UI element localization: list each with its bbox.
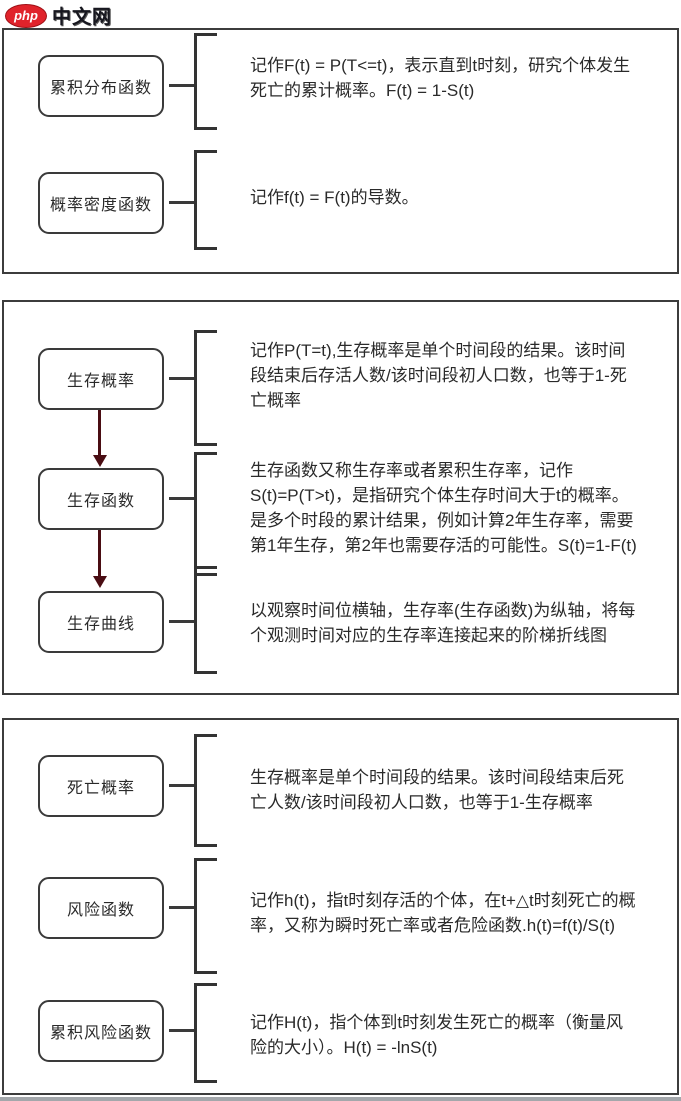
term-box-survival-function: 生存函数 [38, 468, 164, 530]
connector-line [169, 784, 194, 787]
connector-line [169, 201, 194, 204]
term-label: 生存函数 [66, 493, 135, 510]
bracket [194, 150, 217, 250]
term-box-death-probability: 死亡概率 [38, 755, 164, 817]
desc-hazard-function: 记作h(t)，指t时刻存活的个体，在t+△t时刻死亡的概 率，又称为瞬时死亡率或… [250, 891, 636, 935]
term-box-cumulative-hazard: 累积风险函数 [38, 1000, 164, 1062]
term-box-survival-probability: 生存概率 [38, 348, 164, 410]
down-arrow-icon [92, 410, 107, 467]
php-logo-icon: php [5, 3, 47, 28]
term-label: 死亡概率 [66, 780, 135, 797]
desc-cumulative-hazard: 记作H(t)，指个体到t时刻发生死亡的概率（衡量风 险的大小）。H(t) = -… [250, 1013, 624, 1057]
desc-survival-curve: 以观察时间位横轴，生存率(生存函数)为纵轴，将每 个观测时间对应的生存率连接起来… [250, 601, 636, 645]
connector-line [169, 84, 194, 87]
term-label: 生存曲线 [66, 616, 135, 633]
bracket [194, 566, 217, 674]
term-box-survival-curve: 生存曲线 [38, 591, 164, 653]
desc-death-probability: 生存概率是单个时间段的结果。该时间段结束后死 亡人数/该时间段初人口数，也等于1… [250, 768, 624, 812]
panel-distribution-functions [2, 28, 679, 274]
bracket [194, 734, 217, 847]
term-label: 风险函数 [66, 902, 135, 919]
bracket [194, 33, 217, 130]
down-arrow-icon [92, 530, 107, 588]
term-label: 生存概率 [66, 373, 135, 390]
connector-line [169, 1029, 194, 1032]
panel-survival-concepts [2, 300, 679, 695]
bracket [194, 452, 217, 576]
term-box-probability-density: 概率密度函数 [38, 172, 164, 234]
connector-line [169, 377, 194, 380]
bracket [194, 858, 217, 974]
term-box-hazard-function: 风险函数 [38, 877, 164, 939]
desc-survival-function: 生存函数又称生存率或者累积生存率，记作 S(t)=P(T>t)，是指研究个体生存… [250, 461, 637, 555]
term-label: 概率密度函数 [49, 197, 152, 214]
connector-line [169, 906, 194, 909]
desc-cumulative-distribution: 记作F(t) = P(T<=t)，表示直到t时刻，研究个体发生 死亡的累计概率。… [250, 56, 631, 100]
bottom-gray-strip [0, 1097, 681, 1101]
panel-risk-functions [2, 718, 679, 1095]
site-logo: php 中文网 [5, 2, 112, 29]
term-label: 累积风险函数 [49, 1025, 152, 1042]
bracket [194, 983, 217, 1083]
term-box-cumulative-distribution: 累积分布函数 [38, 55, 164, 117]
connector-line [169, 620, 194, 623]
site-name: 中文网 [52, 7, 113, 28]
bracket [194, 330, 217, 446]
desc-survival-probability: 记作P(T=t),生存概率是单个时间段的结果。该时间 段结束后存活人数/该时间段… [250, 341, 627, 410]
connector-line [169, 497, 194, 500]
desc-probability-density: 记作f(t) = F(t)的导数。 [250, 188, 419, 207]
term-label: 累积分布函数 [49, 80, 152, 97]
